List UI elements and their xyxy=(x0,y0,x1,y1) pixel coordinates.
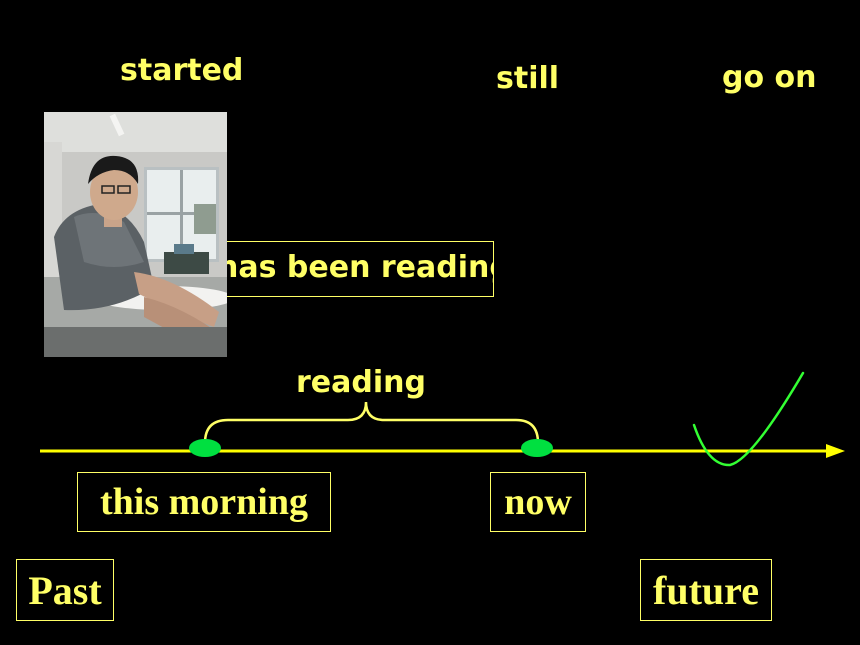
this-morning-box: this morning xyxy=(77,472,331,532)
now-marker xyxy=(521,439,553,457)
checkmark-icon xyxy=(692,371,805,467)
has-been-reading-box: has been reading xyxy=(206,241,494,297)
go-on-label: go on xyxy=(722,60,817,95)
still-label: still xyxy=(496,61,560,96)
started-label: started xyxy=(120,53,244,88)
future-box: future xyxy=(640,559,772,621)
has-been-reading-text: has been reading xyxy=(217,250,494,285)
start-marker xyxy=(189,439,221,457)
reading-label: reading xyxy=(296,365,426,400)
student-reading-photo xyxy=(44,112,227,357)
reading-brace xyxy=(203,401,540,444)
arrow-right-icon xyxy=(826,444,845,458)
now-box: now xyxy=(490,472,586,532)
timeline-axis xyxy=(40,444,845,458)
past-box: Past xyxy=(16,559,114,621)
